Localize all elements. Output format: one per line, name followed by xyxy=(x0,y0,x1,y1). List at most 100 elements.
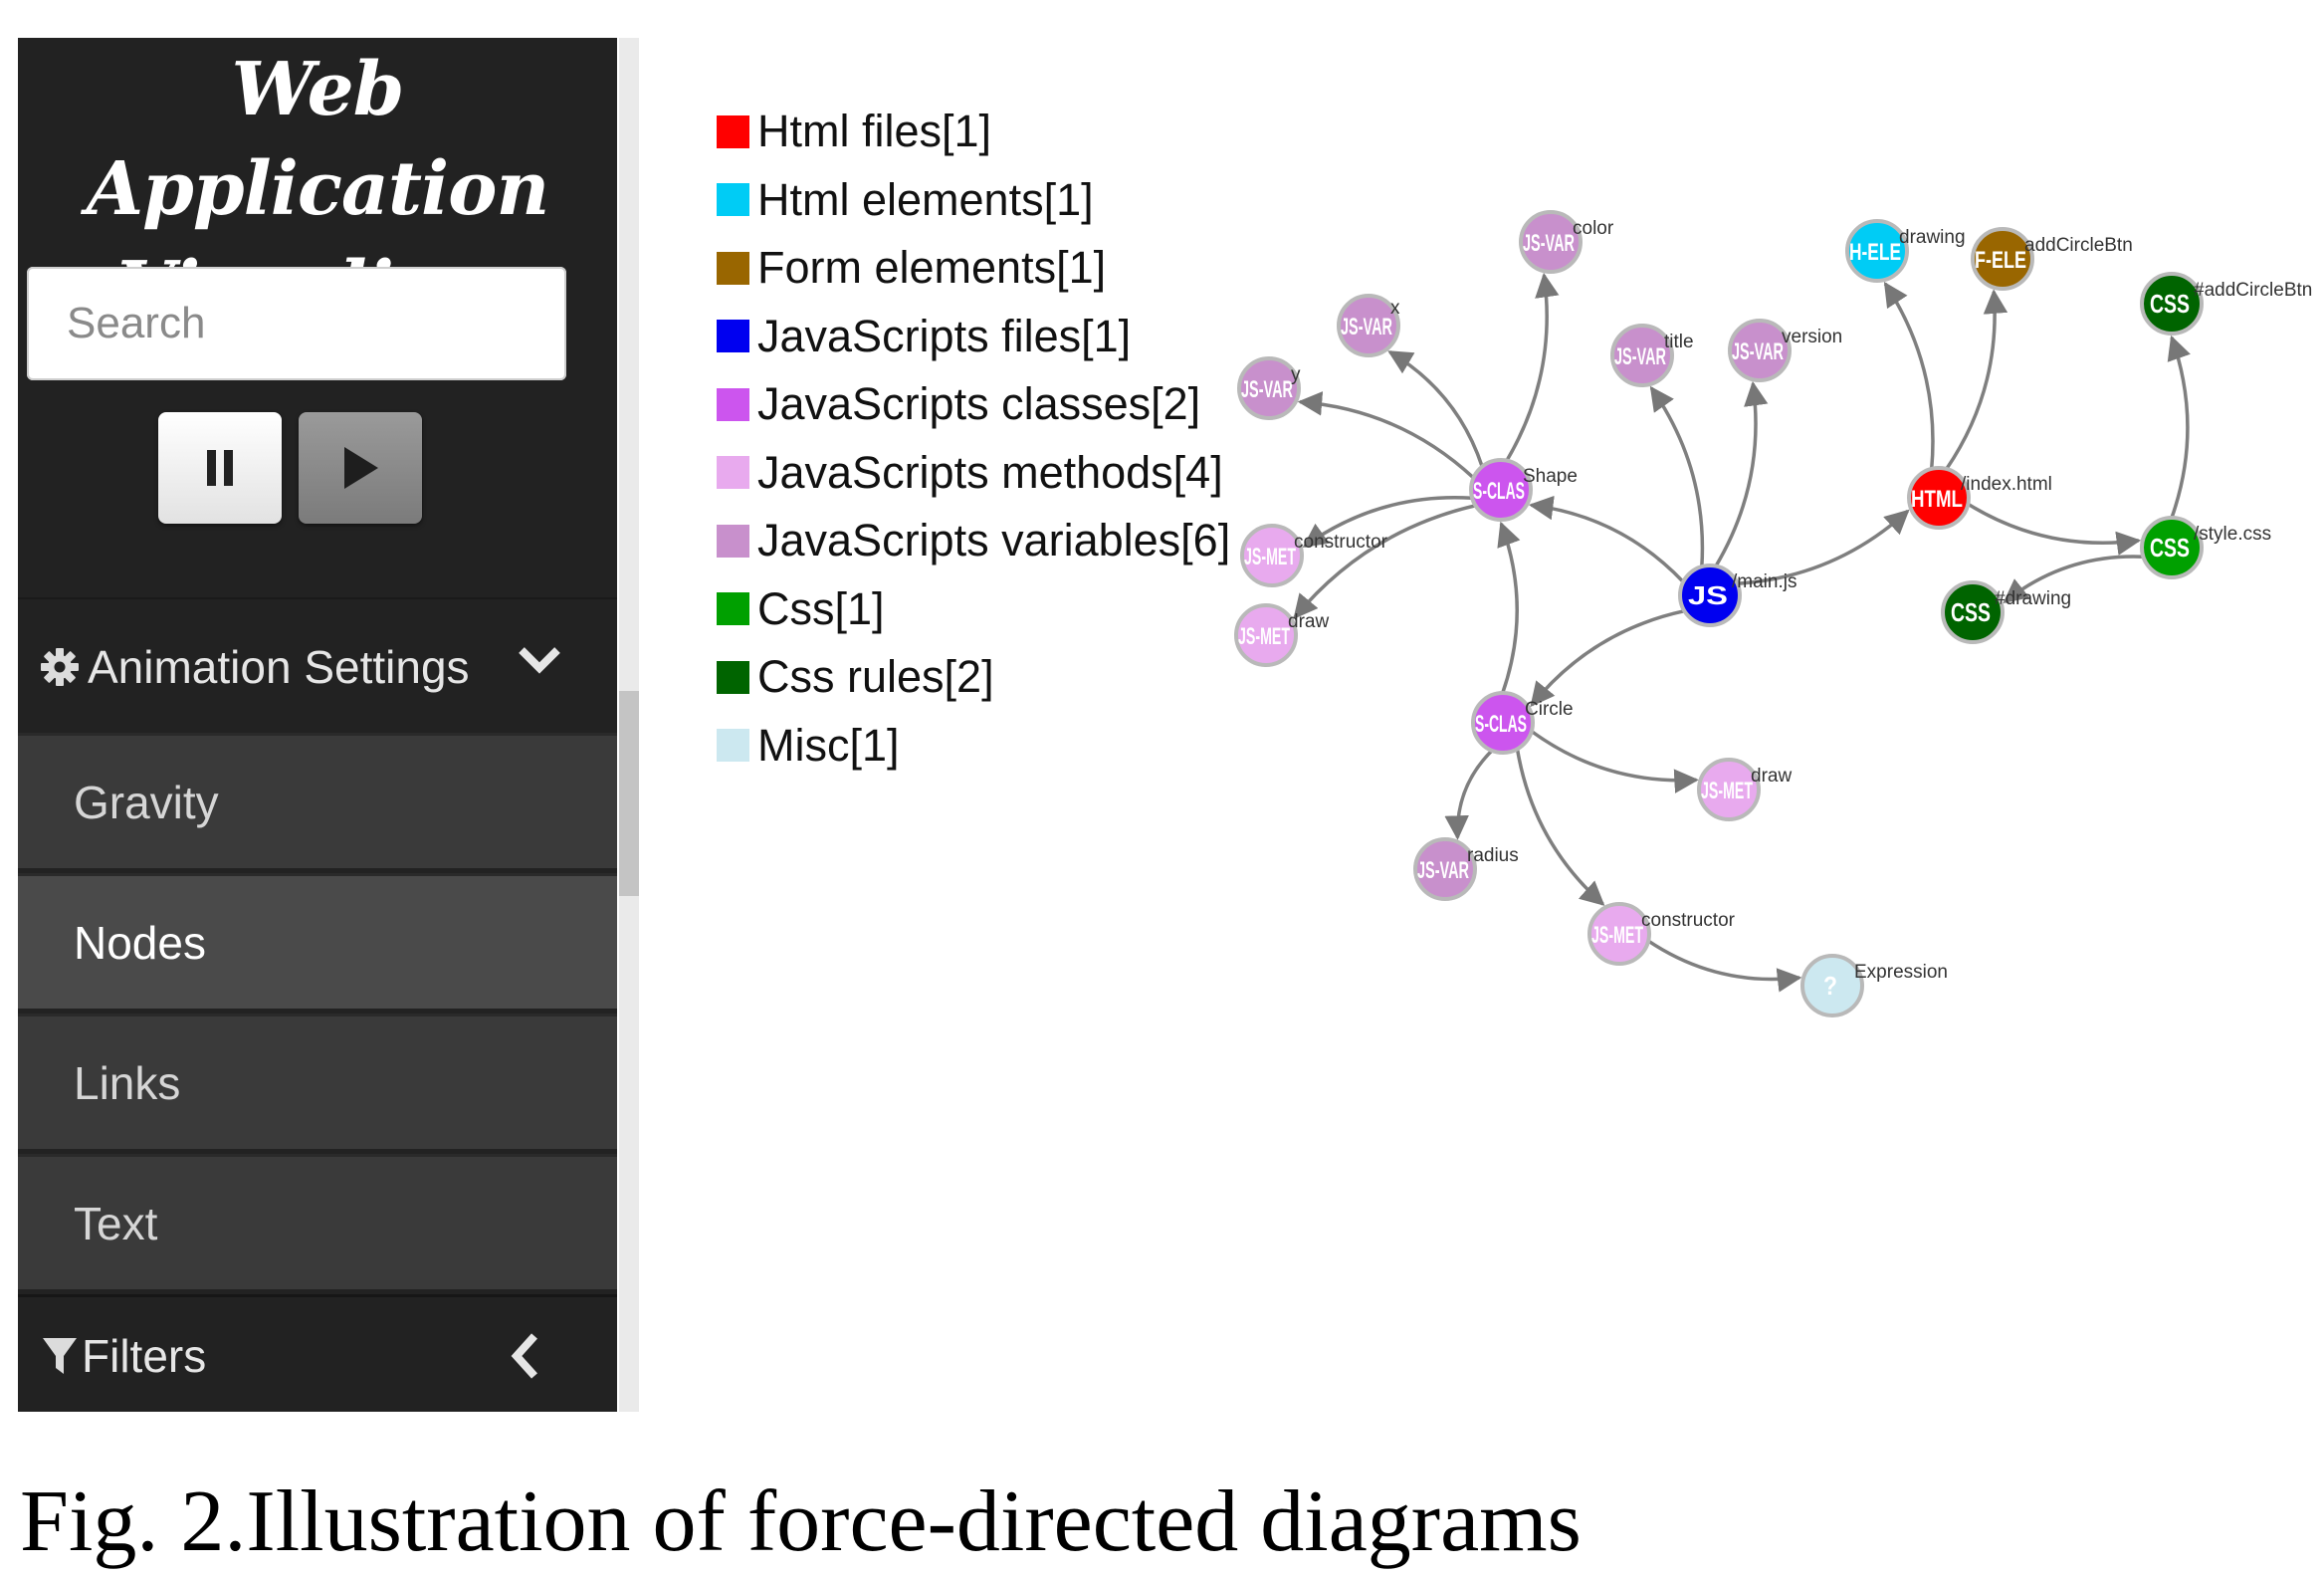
menu-item-links[interactable]: Links xyxy=(18,1014,617,1149)
node-circle[interactable] xyxy=(1697,758,1761,821)
node-label: Expression xyxy=(1854,962,1948,983)
legend-item: JavaScripts methods[4] xyxy=(717,439,1230,508)
node-label: constructor xyxy=(1294,532,1388,553)
node-badge: S-CLAS xyxy=(1475,711,1527,738)
animation-settings-header[interactable]: Animation Settings xyxy=(18,597,617,735)
node-circle[interactable] xyxy=(1469,458,1533,522)
sidebar-scrollbar[interactable] xyxy=(619,38,639,1412)
menu-item-text[interactable]: Text xyxy=(18,1154,617,1289)
node-circle[interactable] xyxy=(1907,466,1971,530)
node-label: y xyxy=(1291,364,1301,385)
graph-link xyxy=(1515,748,1605,906)
graph-link xyxy=(1302,496,1473,549)
node-circle[interactable] xyxy=(1800,954,1864,1017)
graph-node-cssr2[interactable]: CSS#drawing xyxy=(1941,580,2071,644)
menu-item-label: Nodes xyxy=(74,916,206,969)
node-circle[interactable] xyxy=(1240,524,1304,587)
legend-item: Html elements[1] xyxy=(717,166,1230,235)
node-circle[interactable] xyxy=(1237,356,1301,420)
pause-button[interactable] xyxy=(158,412,282,524)
node-badge: JS-VAR xyxy=(1241,376,1293,403)
menu-item-nodes[interactable]: Nodes xyxy=(18,873,617,1009)
node-circle[interactable] xyxy=(1413,837,1477,901)
node-badge: CSS xyxy=(2150,533,2190,563)
node-label: constructor xyxy=(1641,910,1736,931)
graph-link xyxy=(1714,380,1769,567)
node-circle[interactable] xyxy=(2140,516,2204,579)
graph-link xyxy=(1497,521,1521,694)
legend-item: Html files[1] xyxy=(717,98,1230,166)
node-circle[interactable] xyxy=(1471,691,1535,755)
graph-node-expr[interactable]: ? Expression xyxy=(1800,954,1948,1017)
graph-link xyxy=(1387,349,1484,468)
node-badge: ? xyxy=(1823,971,1837,1001)
graph-node-js[interactable]: JS/main.js xyxy=(1678,564,1796,627)
node-circle[interactable] xyxy=(1941,580,2005,644)
node-badge: CSS xyxy=(2150,289,2190,319)
filters-header[interactable]: Filters xyxy=(18,1294,617,1412)
node-badge: S-CLAS xyxy=(1473,478,1525,505)
graph-node-cssr1[interactable]: CSS#addCircleBtn xyxy=(2140,272,2312,336)
node-badge: JS-VAR xyxy=(1614,343,1666,370)
legend-label: Css rules[2] xyxy=(757,651,994,703)
force-directed-graph[interactable]: HTML/index.html H-ELEdrawingF-ELEaddCircl… xyxy=(0,0,2324,1454)
legend-label: Html elements[1] xyxy=(757,173,1094,225)
node-label: /main.js xyxy=(1732,571,1796,592)
node-circle[interactable] xyxy=(1337,294,1400,357)
graph-link xyxy=(1444,749,1494,840)
node-circle[interactable] xyxy=(1519,210,1583,274)
node-badge: JS-VAR xyxy=(1523,230,1575,257)
legend-swatch xyxy=(717,114,749,148)
node-badge: JS xyxy=(1688,580,1728,610)
node-badge: JS-MET xyxy=(1238,623,1290,650)
node-badge: H-ELE xyxy=(1849,239,1901,266)
node-circle[interactable] xyxy=(2140,272,2204,336)
graph-node-css[interactable]: CSS/style.css xyxy=(2140,516,2271,579)
node-label: /index.html xyxy=(1961,474,2052,495)
graph-link xyxy=(1530,609,1685,708)
node-circle[interactable] xyxy=(1587,902,1651,966)
graph-link xyxy=(1883,281,1935,470)
node-circle[interactable] xyxy=(1728,319,1792,382)
node-label: /style.css xyxy=(2194,524,2271,545)
node-circle[interactable] xyxy=(1971,227,2034,291)
legend-item: Css rules[2] xyxy=(717,643,1230,712)
play-button[interactable] xyxy=(299,412,422,524)
node-label: Circle xyxy=(1525,699,1574,720)
node-label: Shape xyxy=(1523,466,1578,487)
legend-swatch xyxy=(717,456,749,490)
node-circle[interactable] xyxy=(1845,219,1909,283)
legend-item: Misc[1] xyxy=(717,712,1230,781)
gear-icon xyxy=(41,648,79,686)
menu-item-label: Links xyxy=(74,1056,181,1109)
graph-link xyxy=(1945,289,2008,470)
graph-node-html[interactable]: HTML/index.html xyxy=(1907,466,2052,530)
graph-link xyxy=(1737,509,1910,585)
scrollbar-thumb[interactable] xyxy=(619,691,639,896)
legend-swatch xyxy=(717,320,749,353)
legend-label: Css[1] xyxy=(757,582,885,634)
menu-item-gravity[interactable]: Gravity xyxy=(18,733,617,868)
legend-label: JavaScripts variables[6] xyxy=(757,515,1231,566)
legend-label: JavaScripts files[1] xyxy=(757,310,1132,361)
legend-item: JavaScripts variables[6] xyxy=(717,507,1230,575)
node-circle[interactable] xyxy=(1678,564,1742,627)
node-circle[interactable] xyxy=(1234,603,1298,667)
search-input[interactable] xyxy=(27,267,617,380)
node-circle[interactable] xyxy=(1610,324,1674,387)
graph-link xyxy=(1293,504,1476,619)
